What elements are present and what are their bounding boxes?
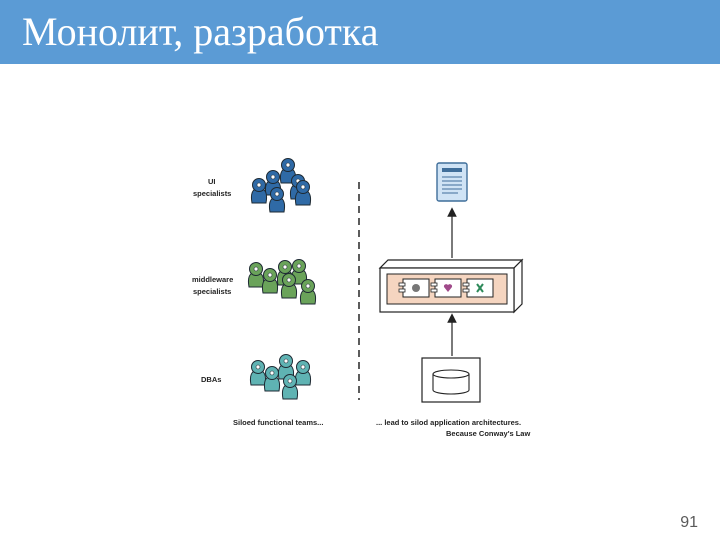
person-icon [294,180,312,206]
caption-left: Siloed functional teams... [233,418,323,427]
team-label-dba: DBAs [201,375,221,384]
person-icon [279,158,297,184]
team-label-middleware-line2: specialists [193,287,231,296]
team-label-ui-line2: specialists [193,189,231,198]
slide-title: Монолит, разработка [22,9,379,54]
person-icon [268,187,286,213]
caption-right-line1: ... lead to silod application architectu… [376,418,521,427]
document-icon [436,162,468,202]
team-label-middleware-line1: middleware [192,275,233,284]
person-icon [280,273,298,299]
slide-number: 91 [680,514,698,531]
person-icon [281,374,299,400]
person-icon [263,366,281,392]
caption-right-line2: Because Conway's Law [446,429,530,438]
person-icon [294,360,312,386]
title-bar: Монолит, разработка [0,0,720,64]
person-icon [261,268,279,294]
application-server-icon [378,258,524,314]
person-icon [299,279,317,305]
ui-specialists-people-group-icon [250,158,312,213]
middleware-specialists-people-group-icon [247,259,317,305]
person-icon [250,178,268,204]
dba-people-group-icon [249,354,312,400]
person-icon [249,360,267,386]
person-icon [247,262,265,288]
database-icon [421,357,481,403]
team-label-ui-line1: UI [208,177,216,186]
